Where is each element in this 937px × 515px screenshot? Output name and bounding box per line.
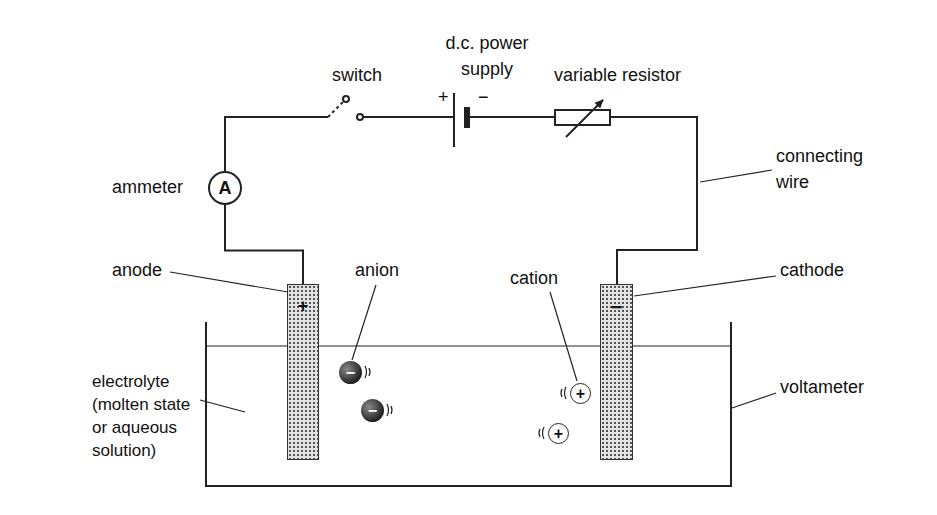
connecting-wire bbox=[225, 117, 328, 171]
cathode-electrode: − bbox=[600, 284, 633, 460]
node-text: + bbox=[576, 386, 585, 402]
cation-label: cation bbox=[510, 265, 558, 291]
polarity-sign: + bbox=[438, 84, 449, 110]
leader-line bbox=[170, 272, 288, 292]
node-text: A bbox=[219, 179, 232, 197]
connecting-wire bbox=[470, 116, 555, 118]
connecting-wire bbox=[610, 117, 697, 284]
voltameter-vessel bbox=[206, 322, 731, 486]
power-supply-label: d.c. power supply bbox=[432, 30, 542, 82]
electrolyte-surface bbox=[206, 345, 731, 346]
wire-label: connecting wire bbox=[776, 143, 901, 195]
electrolyte-label: electrolyte (molten state or aqueous sol… bbox=[92, 370, 200, 462]
anode-electrode: + bbox=[287, 284, 319, 460]
cation-ball: + bbox=[548, 423, 569, 444]
switch-contact bbox=[357, 114, 363, 120]
node-text: − bbox=[346, 365, 355, 381]
leader-line bbox=[634, 276, 776, 296]
battery-negative-plate bbox=[464, 107, 470, 128]
node-text: + bbox=[298, 297, 309, 315]
resistor-label: variable resistor bbox=[554, 62, 681, 88]
variable-arrow bbox=[566, 100, 603, 137]
anion-ball: − bbox=[361, 399, 384, 422]
switch-lever bbox=[328, 101, 344, 117]
leader-line bbox=[732, 393, 776, 408]
node-text: − bbox=[368, 403, 377, 419]
anode-label: anode bbox=[112, 257, 162, 283]
resistor-symbol bbox=[555, 110, 610, 125]
connecting-wire bbox=[363, 116, 453, 118]
anion-label: anion bbox=[355, 257, 399, 283]
switch-contact bbox=[343, 96, 349, 102]
connecting-wire bbox=[225, 205, 303, 284]
leader-line bbox=[700, 170, 772, 182]
motion-marks bbox=[365, 366, 566, 439]
cathode-label: cathode bbox=[780, 257, 844, 283]
ammeter-label: ammeter bbox=[112, 174, 183, 200]
anion-ball: − bbox=[339, 361, 362, 384]
cation-ball: + bbox=[570, 383, 591, 404]
node-text: + bbox=[554, 426, 563, 442]
switch-label: switch bbox=[332, 62, 382, 88]
leader-line bbox=[352, 285, 376, 360]
ammeter-circle: A bbox=[208, 171, 242, 205]
polarity-sign: − bbox=[478, 84, 489, 110]
voltameter-label: voltameter bbox=[780, 374, 864, 400]
battery-positive-plate bbox=[453, 93, 455, 147]
leader-line bbox=[550, 292, 577, 381]
node-text: − bbox=[611, 297, 623, 317]
